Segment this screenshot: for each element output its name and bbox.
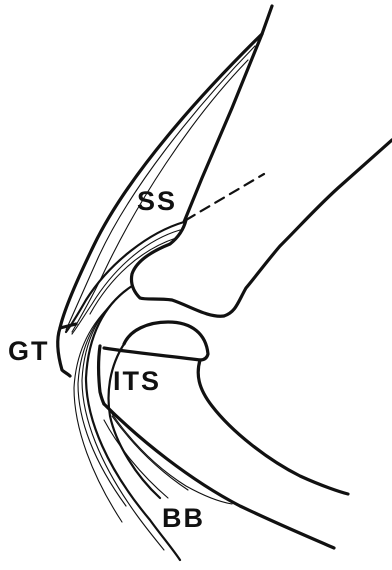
label-biceps: BB: [162, 503, 205, 533]
supraspinatus-muscle: [60, 6, 272, 332]
humeral-head: [104, 322, 208, 360]
scapular-plane-dashed-line: [186, 174, 264, 220]
label-infraspinatus: ITS: [113, 366, 161, 396]
supraspinatus-tendon: [66, 222, 184, 334]
label-supraspinatus: SS: [137, 186, 177, 216]
acromion-outline: [131, 140, 392, 316]
infraspinatus-tendon: [99, 346, 105, 404]
label-greater-tuberosity: GT: [8, 336, 50, 366]
